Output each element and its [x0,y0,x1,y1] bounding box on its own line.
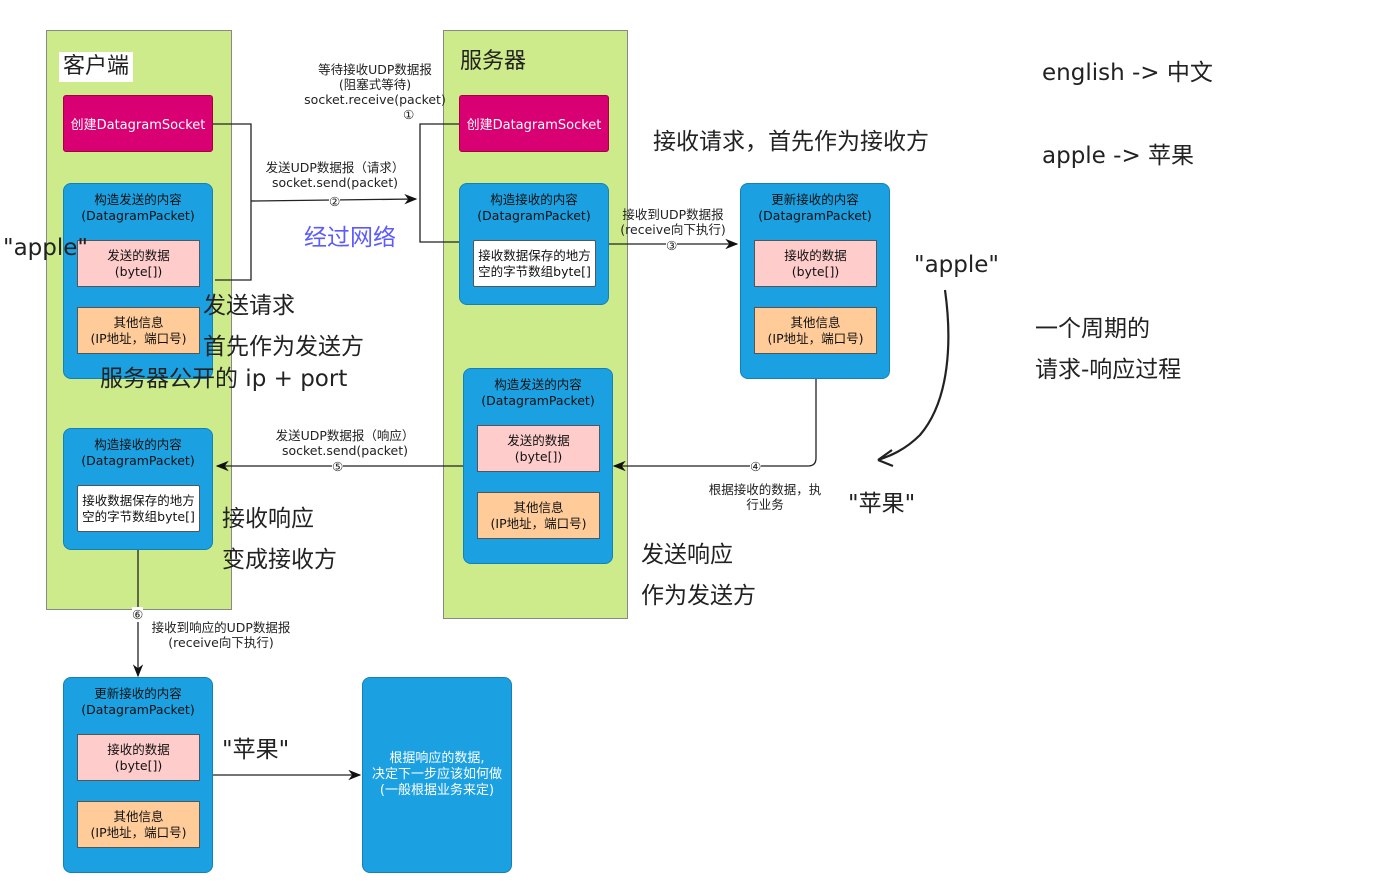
client-update-packet: 更新接收的内容 (DatagramPacket) 接收的数据 (byte[]) … [63,677,213,873]
server-create-socket: 创建DatagramSocket [459,95,609,152]
packet-title: 构造接收的内容 (DatagramPacket) [81,437,195,468]
packet-info: 其他信息 (IP地址，端口号) [77,801,200,848]
packet-title: 更新接收的内容 (DatagramPacket) [81,686,195,717]
edge-4-label: 根据接收的数据，执 行业务 [708,482,822,512]
packet-info: 其他信息 (IP地址，端口号) [77,307,200,354]
send-request: 发送请求 [203,293,295,319]
edge-3-number: ③ [666,238,678,253]
receive-response: 接收响应 [222,506,314,532]
server-recv-packet: 构造接收的内容 (DatagramPacket) 接收数据保存的地方 空的字节数… [459,183,609,305]
packet-title: 构造发送的内容 (DatagramPacket) [481,377,595,408]
edge-6-label: 接收到响应的UDP数据报 (receive向下执行) [151,620,291,650]
apple-right: "apple" [914,252,999,278]
packet-title: 构造接收的内容 (DatagramPacket) [477,192,591,223]
apple-cn-bottom: "苹果" [222,737,290,763]
packet-title: 更新接收的内容 (DatagramPacket) [758,192,872,223]
packet-buffer: 接收数据保存的地方 空的字节数组byte[] [77,485,200,532]
packet-data: 接收的数据 (byte[]) [77,734,200,781]
server-address: 服务器公开的 ip + port [100,366,348,392]
edge-5-label: 发送UDP数据报（响应） socket.send(packet) [275,428,415,458]
apple-left: "apple" [3,235,88,261]
cycle-line-1: 一个周期的 [1035,316,1150,342]
edge-6-number: ⑥ [132,607,144,622]
handdrawn-arrow [877,289,950,468]
packet-info: 其他信息 (IP地址，端口号) [754,307,877,354]
edge-5-number: ⑤ [332,459,344,474]
client-recv-packet: 构造接收的内容 (DatagramPacket) 接收数据保存的地方 空的字节数… [63,428,213,550]
server-update-packet: 更新接收的内容 (DatagramPacket) 接收的数据 (byte[]) … [740,183,890,379]
packet-info: 其他信息 (IP地址，端口号) [477,492,600,539]
client-send-packet: 构造发送的内容 (DatagramPacket) 发送的数据 (byte[]) … [63,183,213,379]
server-send-packet: 构造发送的内容 (DatagramPacket) 发送的数据 (byte[]) … [463,368,613,564]
edge-2-label: 发送UDP数据报（请求） socket.send(packet) [265,160,405,190]
packet-buffer: 接收数据保存的地方 空的字节数组byte[] [473,240,596,287]
as-sender-2: 作为发送方 [641,583,756,609]
server-title: 服务器 [460,49,527,74]
packet-data: 发送的数据 (byte[]) [477,425,600,472]
edge-1-label: 等待接收UDP数据报 (阻塞式等待) socket.receive(packet… [304,62,446,107]
cycle-line-2: 请求-响应过程 [1035,357,1182,383]
client-create-socket: 创建DatagramSocket [63,95,213,152]
edge-1-number: ① [403,107,415,122]
server-socket-bracket [419,123,459,243]
send-response: 发送响应 [641,542,733,568]
edge-4-arrow [612,379,817,472]
as-sender: 首先作为发送方 [203,334,364,360]
apple-cn-right: "苹果" [848,491,916,517]
packet-data: 接收的数据 (byte[]) [754,240,877,287]
dictionary-line-1: english -> 中文 [1042,60,1213,86]
dictionary-line-2: apple -> 苹果 [1042,143,1195,169]
client-title: 客户端 [59,52,134,82]
final-decision-box: 根据响应的数据, 决定下一步应该如何做 (一般根据业务来定) [362,677,512,873]
network-annotation: 经过网络 [304,225,396,251]
receive-request: 接收请求，首先作为接收方 [653,129,929,155]
packet-data: 发送的数据 (byte[]) [77,240,200,287]
become-receiver: 变成接收方 [222,547,337,573]
packet-title: 构造发送的内容 (DatagramPacket) [81,192,195,223]
client-socket-bracket [213,123,252,281]
edge-4-number: ④ [750,459,762,474]
edge-2-number: ② [329,194,341,209]
edge-3-label: 接收到UDP数据报 (receive向下执行) [620,207,726,237]
